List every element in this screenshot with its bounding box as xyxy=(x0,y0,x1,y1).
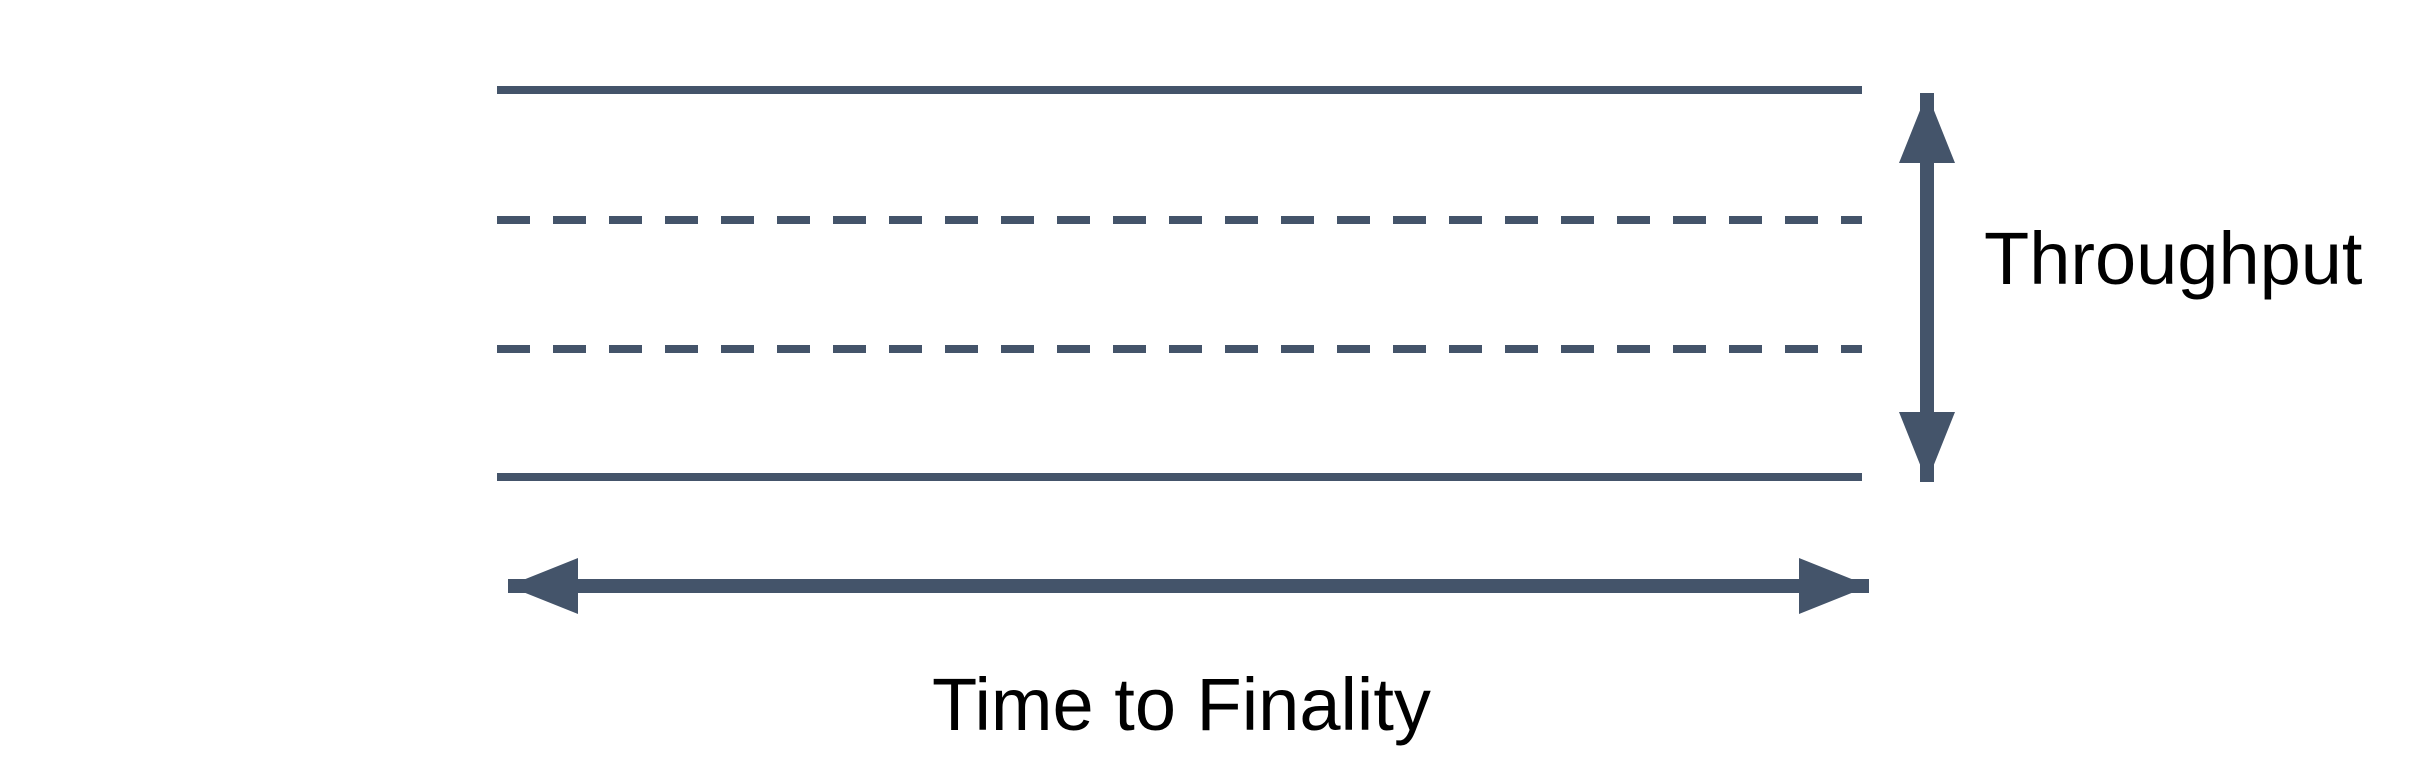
throughput-arrow-head-up xyxy=(1899,93,1955,163)
throughput-axis-label: Throughput xyxy=(1984,217,2363,300)
time-to-finality-arrow-shaft xyxy=(508,579,1869,593)
time-to-finality-arrow xyxy=(508,558,1869,614)
lane-lines-group xyxy=(497,86,1862,481)
throughput-arrow-shaft xyxy=(1920,93,1934,482)
throughput-arrow-head-down xyxy=(1899,412,1955,482)
time-to-finality-arrow-head-right xyxy=(1799,558,1869,614)
throughput-arrow xyxy=(1899,93,1955,482)
time-to-finality-axis-label: Time to Finality xyxy=(932,663,1431,746)
time-to-finality-arrow-head-left xyxy=(508,558,578,614)
